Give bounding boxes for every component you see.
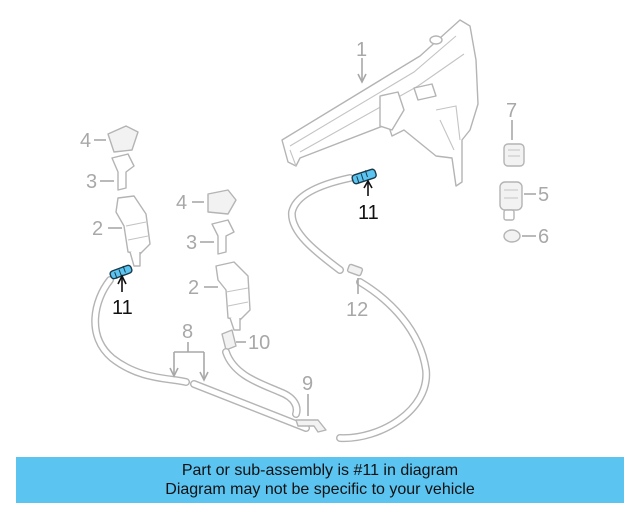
callout-8: 8	[182, 321, 193, 343]
y-connector	[295, 419, 327, 433]
callout-11-right: 11	[358, 202, 379, 224]
callout-3-center: 3	[186, 232, 197, 254]
right-nozzle	[211, 219, 235, 255]
callout-4-center: 4	[176, 192, 187, 214]
left-nozzle-cover	[107, 125, 139, 153]
left-washer-cylinder	[115, 195, 151, 267]
callout-3-left: 3	[86, 171, 97, 193]
callout-10: 10	[248, 332, 270, 354]
callout-11-left: 11	[112, 297, 133, 319]
banner-line-2: Diagram may not be specific to your vehi…	[165, 481, 475, 498]
right-washer-cylinder	[215, 261, 251, 331]
hose-connector	[221, 329, 237, 351]
parts-diagram: 1 2 2 3 3 4 4 5 6 7 8 9 10 11 11 12	[80, 19, 549, 443]
washer-reservoir	[281, 19, 479, 187]
callout-2-left: 2	[92, 218, 103, 240]
right-nozzle-cover	[207, 189, 237, 215]
left-nozzle	[111, 153, 135, 191]
pump-grommet	[503, 229, 521, 243]
washer-hoses	[91, 174, 431, 443]
hose-joint	[346, 263, 364, 277]
info-banner: Part or sub-assembly is #11 in diagram D…	[16, 457, 624, 503]
callout-9: 9	[302, 373, 313, 395]
check-valve-highlight-right	[351, 168, 377, 185]
callout-7: 7	[506, 100, 517, 122]
callout-6: 6	[538, 226, 549, 248]
callout-1: 1	[356, 39, 367, 61]
pump-connector	[503, 143, 525, 167]
callout-5: 5	[538, 184, 549, 206]
callout-2-center: 2	[188, 277, 199, 299]
banner-line-1: Part or sub-assembly is #11 in diagram	[181, 462, 459, 479]
washer-pump	[499, 181, 523, 221]
callout-4-left: 4	[80, 130, 91, 152]
callout-12: 12	[346, 299, 368, 321]
